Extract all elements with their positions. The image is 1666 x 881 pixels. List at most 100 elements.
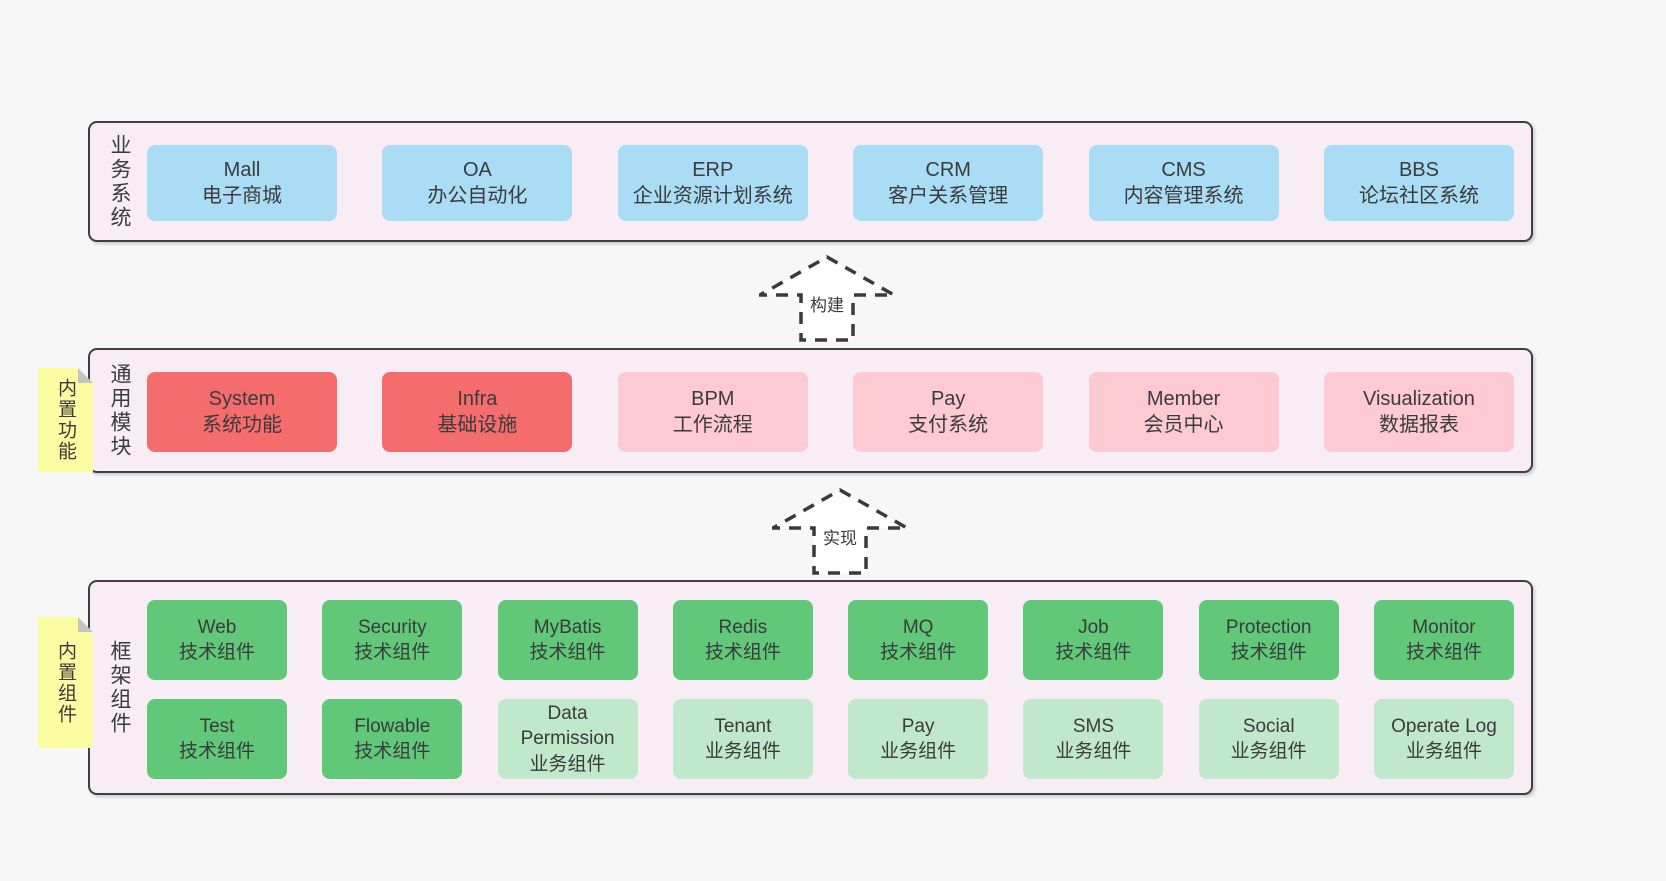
layer-label-business: 业务系统 xyxy=(108,133,131,230)
box-subtitle: 企业资源计划系统 xyxy=(632,185,793,207)
box-oa: OA 办公自动化 xyxy=(382,145,573,221)
box-subtitle: 技术组件 xyxy=(354,741,431,762)
box-subtitle: 基础设施 xyxy=(437,414,518,436)
common-modules-layer: 通用模块 System 系统功能 Infra 基础设施 BPM 工作流程 Pay… xyxy=(88,348,1533,473)
box-subtitle: 技术组件 xyxy=(1055,642,1132,663)
box-title: OA xyxy=(462,158,492,181)
components-row-1: Web 技术组件 Security 技术组件 MyBatis 技术组件 Redi… xyxy=(147,600,1514,680)
components-row-2: Test 技术组件 Flowable 技术组件 Data Permission … xyxy=(147,699,1514,779)
box-subtitle: 技术组件 xyxy=(354,642,431,663)
box-subtitle: 技术组件 xyxy=(704,642,781,663)
box-title: Pay xyxy=(901,715,935,737)
box-subtitle: 技术组件 xyxy=(1405,642,1482,663)
box-subtitle: 业务组件 xyxy=(529,753,606,775)
box-title: Tenant xyxy=(714,715,772,737)
box-title: ERP xyxy=(692,158,734,181)
box-mybatis: MyBatis 技术组件 xyxy=(497,600,638,680)
box-subtitle: 内容管理系统 xyxy=(1123,185,1244,207)
sticky-note-label: 内置组件 xyxy=(55,640,76,725)
box-subtitle: 支付系统 xyxy=(908,414,989,436)
box-subtitle: 工作流程 xyxy=(672,414,753,436)
sticky-note-builtin-components: 内置组件 xyxy=(38,617,93,748)
box-job: Job 技术组件 xyxy=(1023,600,1164,680)
box-subtitle: 业务组件 xyxy=(1055,741,1132,762)
box-subtitle: 论坛社区系统 xyxy=(1358,185,1479,207)
box-pay: Pay 支付系统 xyxy=(853,372,1044,452)
sticky-note-label: 内置功能 xyxy=(55,378,76,462)
box-title: Web xyxy=(197,616,237,638)
box-title: Pay xyxy=(930,387,966,410)
box-subtitle: 会员中心 xyxy=(1143,414,1224,436)
box-pay-component: Pay 业务组件 xyxy=(848,699,989,779)
modules-row: System 系统功能 Infra 基础设施 BPM 工作流程 Pay 支付系统… xyxy=(147,372,1514,452)
box-title: Job xyxy=(1078,616,1109,638)
box-subtitle: 技术组件 xyxy=(529,642,606,663)
box-test: Test 技术组件 xyxy=(147,699,287,779)
box-title: Monitor xyxy=(1412,616,1476,638)
box-title: Protection xyxy=(1225,616,1312,638)
box-title: Security xyxy=(357,616,427,638)
box-visualization: Visualization 数据报表 xyxy=(1323,372,1514,452)
box-subtitle: 技术组件 xyxy=(178,642,255,663)
box-title: BBS xyxy=(1398,158,1439,181)
box-mq: MQ 技术组件 xyxy=(848,600,989,680)
box-protection: Protection 技术组件 xyxy=(1198,600,1339,680)
box-mall: Mall 电子商城 xyxy=(147,145,337,221)
box-subtitle: 业务组件 xyxy=(1230,741,1307,762)
box-bpm: BPM 工作流程 xyxy=(617,372,808,452)
box-flowable: Flowable 技术组件 xyxy=(322,699,463,779)
box-monitor: Monitor 技术组件 xyxy=(1373,600,1514,680)
box-title: Member xyxy=(1146,387,1221,410)
implement-arrow-label: 实现 xyxy=(820,523,860,550)
box-title: SMS xyxy=(1072,715,1114,737)
box-subtitle: 技术组件 xyxy=(178,741,255,762)
box-web: Web 技术组件 xyxy=(147,600,287,680)
box-infra: Infra 基础设施 xyxy=(382,372,573,452)
framework-components-layer: 框架组件 Web 技术组件 Security 技术组件 MyBatis 技术组件… xyxy=(88,580,1533,795)
box-tenant: Tenant 业务组件 xyxy=(672,699,813,779)
layer-label-modules: 通用模块 xyxy=(108,362,131,459)
box-title: BPM xyxy=(691,387,735,410)
business-systems-layer: 业务系统 Mall 电子商城 OA 办公自动化 ERP 企业资源计划系统 CRM… xyxy=(88,121,1533,242)
layer-label-components: 框架组件 xyxy=(108,639,131,736)
box-title: Infra xyxy=(457,387,498,410)
box-title: Test xyxy=(199,715,235,737)
box-system: System 系统功能 xyxy=(147,372,337,452)
box-title: Flowable xyxy=(354,715,431,737)
box-title: Social xyxy=(1242,715,1295,737)
box-operate-log: Operate Log 业务组件 xyxy=(1373,699,1514,779)
box-title: System xyxy=(208,387,276,410)
box-subtitle: 数据报表 xyxy=(1378,414,1459,436)
box-subtitle: 办公自动化 xyxy=(427,185,528,207)
box-title: MyBatis xyxy=(533,616,602,638)
box-subtitle: 系统功能 xyxy=(202,414,282,436)
box-title: Visualization xyxy=(1362,387,1475,410)
box-subtitle: 业务组件 xyxy=(880,741,957,762)
box-cms: CMS 内容管理系统 xyxy=(1088,145,1279,221)
box-subtitle: 技术组件 xyxy=(1230,642,1307,663)
business-row: Mall 电子商城 OA 办公自动化 ERP 企业资源计划系统 CRM 客户关系… xyxy=(147,145,1514,221)
box-erp: ERP 企业资源计划系统 xyxy=(617,145,808,221)
box-redis: Redis 技术组件 xyxy=(672,600,813,680)
box-sms: SMS 业务组件 xyxy=(1023,699,1164,779)
box-bbs: BBS 论坛社区系统 xyxy=(1323,145,1514,221)
box-title: CMS xyxy=(1161,158,1206,181)
box-title: Data Permission xyxy=(520,703,615,750)
box-title: MQ xyxy=(902,616,934,638)
build-arrow-label: 构建 xyxy=(807,290,847,317)
box-social: Social 业务组件 xyxy=(1198,699,1339,779)
box-data-permission: Data Permission 业务组件 xyxy=(497,699,638,779)
box-crm: CRM 客户关系管理 xyxy=(853,145,1044,221)
build-arrow: 构建 xyxy=(759,254,895,344)
box-title: Mall xyxy=(223,158,261,181)
box-subtitle: 客户关系管理 xyxy=(888,185,1009,207)
box-title: Redis xyxy=(718,616,768,638)
box-security: Security 技术组件 xyxy=(322,600,463,680)
box-subtitle: 业务组件 xyxy=(1405,741,1482,762)
implement-arrow: 实现 xyxy=(772,487,908,577)
box-subtitle: 技术组件 xyxy=(880,642,957,663)
box-subtitle: 电子商城 xyxy=(202,185,282,207)
box-subtitle: 业务组件 xyxy=(704,741,781,762)
box-member: Member 会员中心 xyxy=(1088,372,1279,452)
